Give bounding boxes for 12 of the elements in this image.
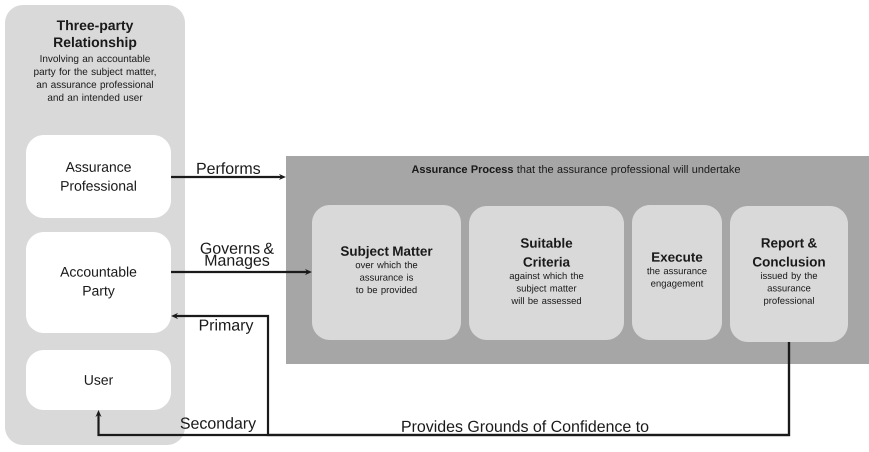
party-box: User (26, 350, 171, 410)
party-box: Assurance Professional (26, 135, 171, 218)
process-step-box: Suitable Criteria against which the subject matter will be assessed (469, 206, 624, 340)
process-step-box: Subject Matter over which the assurance is to be provided (312, 205, 461, 340)
arrow (95, 342, 790, 436)
edge-label: Performs (197, 162, 260, 174)
flow-label: Provides Grounds of Confidence to (402, 420, 648, 432)
edge-label: Primary (200, 319, 254, 334)
process-step-box: Report & Conclusion issued by the assurance professional (730, 206, 848, 342)
process-step-box: Execute the assurance engagement (632, 205, 722, 340)
edge-label: Governs & Manages (200, 242, 274, 269)
party-box: Accountable Party (26, 232, 171, 333)
